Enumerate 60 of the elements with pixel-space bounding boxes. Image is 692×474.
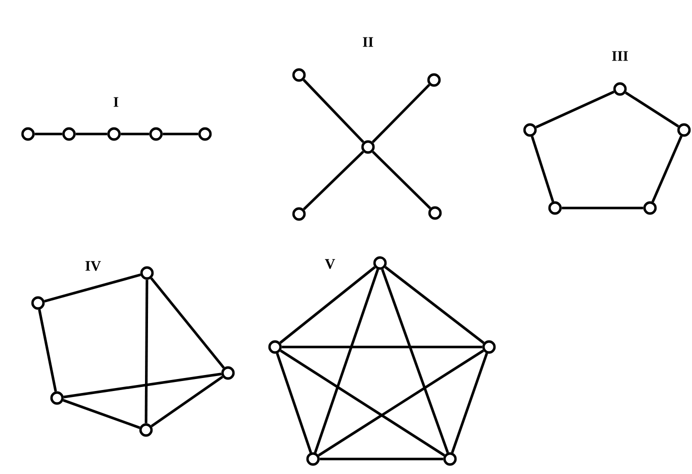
edge-line xyxy=(624,92,680,128)
vertex-circle xyxy=(149,127,163,141)
vertex-circle xyxy=(482,340,496,354)
edge-line xyxy=(318,350,484,456)
edge-line xyxy=(63,372,222,398)
edge-line xyxy=(302,150,364,210)
edge-line xyxy=(652,136,683,202)
edge-line xyxy=(150,277,225,369)
vertex-circle xyxy=(643,201,657,215)
vertex-circle xyxy=(107,127,121,141)
edge-line xyxy=(162,132,198,136)
vertex-circle xyxy=(677,123,691,137)
graph-label: V xyxy=(324,259,336,269)
edge-line xyxy=(34,132,62,136)
vertex-circle xyxy=(373,256,387,270)
graph-label: II xyxy=(362,37,374,47)
vertex-circle xyxy=(292,207,306,221)
vertex-circle xyxy=(31,296,45,310)
vertex-circle xyxy=(428,206,442,220)
edge-line xyxy=(279,266,376,344)
vertex-circle xyxy=(361,140,375,154)
vertex-circle xyxy=(292,68,306,82)
edge-line xyxy=(38,309,57,392)
vertex-circle xyxy=(198,127,212,141)
graph-label: IV xyxy=(86,261,101,271)
edge-line xyxy=(280,350,446,456)
edge-line xyxy=(450,352,488,454)
edge-line xyxy=(150,376,224,428)
vertex-circle xyxy=(221,366,235,380)
vertex-circle xyxy=(548,201,562,215)
edge-line xyxy=(530,136,554,202)
edge-line xyxy=(372,84,430,144)
vertex-circle xyxy=(613,82,627,96)
edge-line xyxy=(562,206,644,210)
edge-line xyxy=(302,78,364,144)
vertex-circle xyxy=(306,452,320,466)
edge-line xyxy=(314,268,380,454)
vertex-circle xyxy=(139,423,153,437)
vertex-circle xyxy=(268,340,282,354)
edge-line xyxy=(120,132,150,136)
vertex-circle xyxy=(140,266,154,280)
edge-line xyxy=(144,280,148,424)
vertex-circle xyxy=(523,123,537,137)
vertex-circle xyxy=(62,127,76,141)
edge-line xyxy=(76,132,108,136)
vertex-circle xyxy=(427,73,441,87)
vertex-circle xyxy=(443,452,457,466)
edge-line xyxy=(384,266,484,344)
vertex-circle xyxy=(50,391,64,405)
graph-label: III xyxy=(612,51,628,61)
edge-line xyxy=(62,399,140,429)
edge-line xyxy=(372,150,432,210)
edge-line xyxy=(381,268,449,454)
vertex-circle xyxy=(21,127,35,141)
edge-line xyxy=(536,90,614,128)
edge-line xyxy=(320,458,444,460)
edge-line xyxy=(276,352,312,454)
edge-line xyxy=(44,274,141,302)
edge-line xyxy=(282,346,482,348)
graph-label: I xyxy=(114,97,118,107)
